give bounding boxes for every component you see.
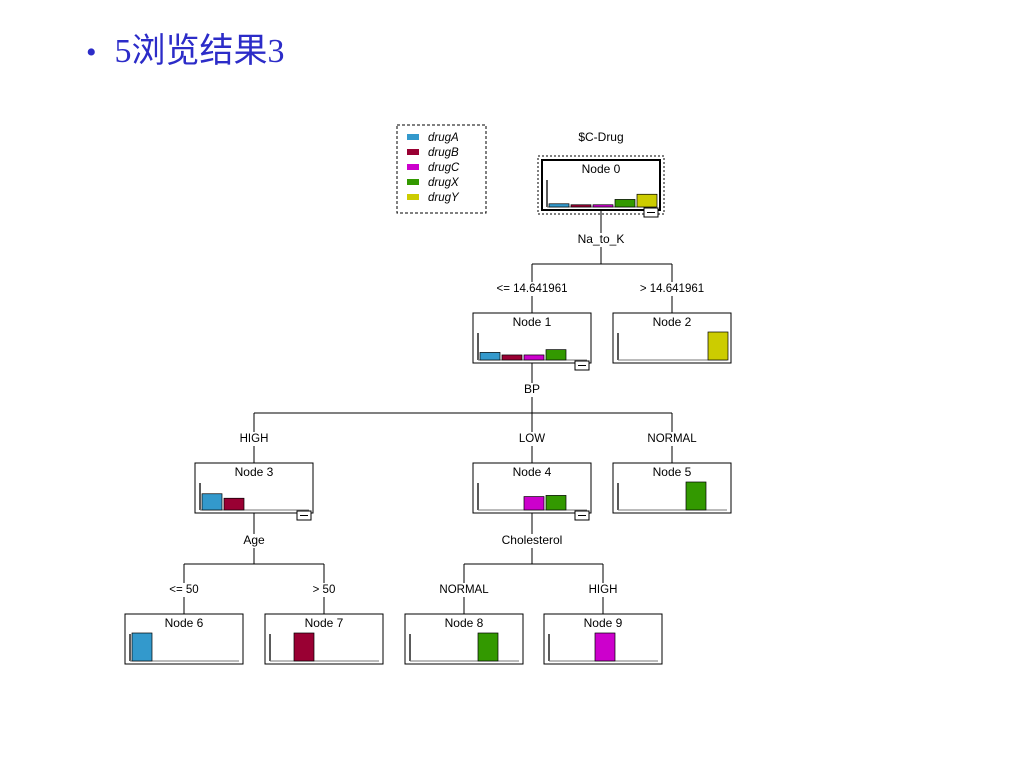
histogram-bar-drugX <box>545 349 567 361</box>
legend-swatch-drugY <box>407 194 419 200</box>
branch-label: <= 50 <box>169 584 198 596</box>
legend-swatch-drugB <box>407 149 419 155</box>
legend-swatch-drugA <box>407 134 419 140</box>
tree-node-5[interactable] <box>612 462 732 514</box>
histogram-bar-drugB <box>223 497 245 511</box>
histogram-bar-drugX <box>477 632 499 662</box>
branch-label: LOW <box>519 433 545 445</box>
histogram-bar-drugY <box>636 193 658 208</box>
tree-node-7[interactable] <box>264 613 384 665</box>
branch-label: HIGH <box>589 584 618 596</box>
tree-node-8[interactable] <box>404 613 524 665</box>
histogram-bar-drugA <box>201 493 223 511</box>
node-label: Node 8 <box>445 616 484 630</box>
branch-label: > 50 <box>313 584 336 596</box>
histogram-bar-drugA <box>548 203 570 208</box>
histogram-bar-drugX <box>545 495 567 511</box>
branch-label: HIGH <box>240 433 269 445</box>
node-label: Node 4 <box>513 465 552 479</box>
branch-label: <= 14.641961 <box>497 283 568 295</box>
legend-label-drugX: drugX <box>428 177 460 189</box>
split-variable-label: Cholesterol <box>502 533 563 547</box>
histogram-bar-drugB <box>570 204 592 208</box>
node-label: Node 6 <box>165 616 204 630</box>
histogram-bar-drugA <box>479 352 501 361</box>
branch-label: NORMAL <box>647 433 697 445</box>
node-label: Node 3 <box>235 465 274 479</box>
legend-swatch-drugC <box>407 164 419 170</box>
legend-label-drugY: drugY <box>428 192 460 204</box>
histogram-bar-drugC <box>523 496 545 511</box>
node-label: Node 7 <box>305 616 344 630</box>
branch-label: NORMAL <box>439 584 489 596</box>
node-label: Node 1 <box>513 315 552 329</box>
node-label: Node 0 <box>582 162 621 176</box>
slide-title-text: 5浏览结果3 <box>114 33 285 70</box>
legend-box <box>396 124 487 214</box>
histogram-bar-drugX <box>685 481 707 511</box>
bullet-icon: • <box>86 36 97 69</box>
split-variable-label: Na_to_K <box>578 232 625 246</box>
legend-label-drugA: drugA <box>428 132 459 144</box>
histogram-bar-drugY <box>707 331 729 361</box>
node-label: Node 5 <box>653 465 692 479</box>
split-variable-label: BP <box>524 382 540 396</box>
slide-title: • 5浏览结果3 <box>86 26 285 79</box>
histogram-bar-drugB <box>293 632 315 662</box>
node-label: Node 2 <box>653 315 692 329</box>
histogram-bar-drugC <box>592 204 614 208</box>
legend-label-drugC: drugC <box>428 162 460 174</box>
histogram-bar-drugX <box>614 199 636 208</box>
histogram-bar-drugC <box>523 354 545 361</box>
histogram-bar-drugB <box>501 354 523 361</box>
node-label: Node 9 <box>584 616 623 630</box>
legend-swatch-drugX <box>407 179 419 185</box>
histogram-bar-drugC <box>594 632 616 662</box>
histogram-bar-drugA <box>131 632 153 662</box>
target-variable-label: $C-Drug <box>578 130 623 144</box>
split-variable-label: Age <box>243 533 265 547</box>
branch-label: > 14.641961 <box>640 283 704 295</box>
legend-label-drugB: drugB <box>428 147 459 159</box>
